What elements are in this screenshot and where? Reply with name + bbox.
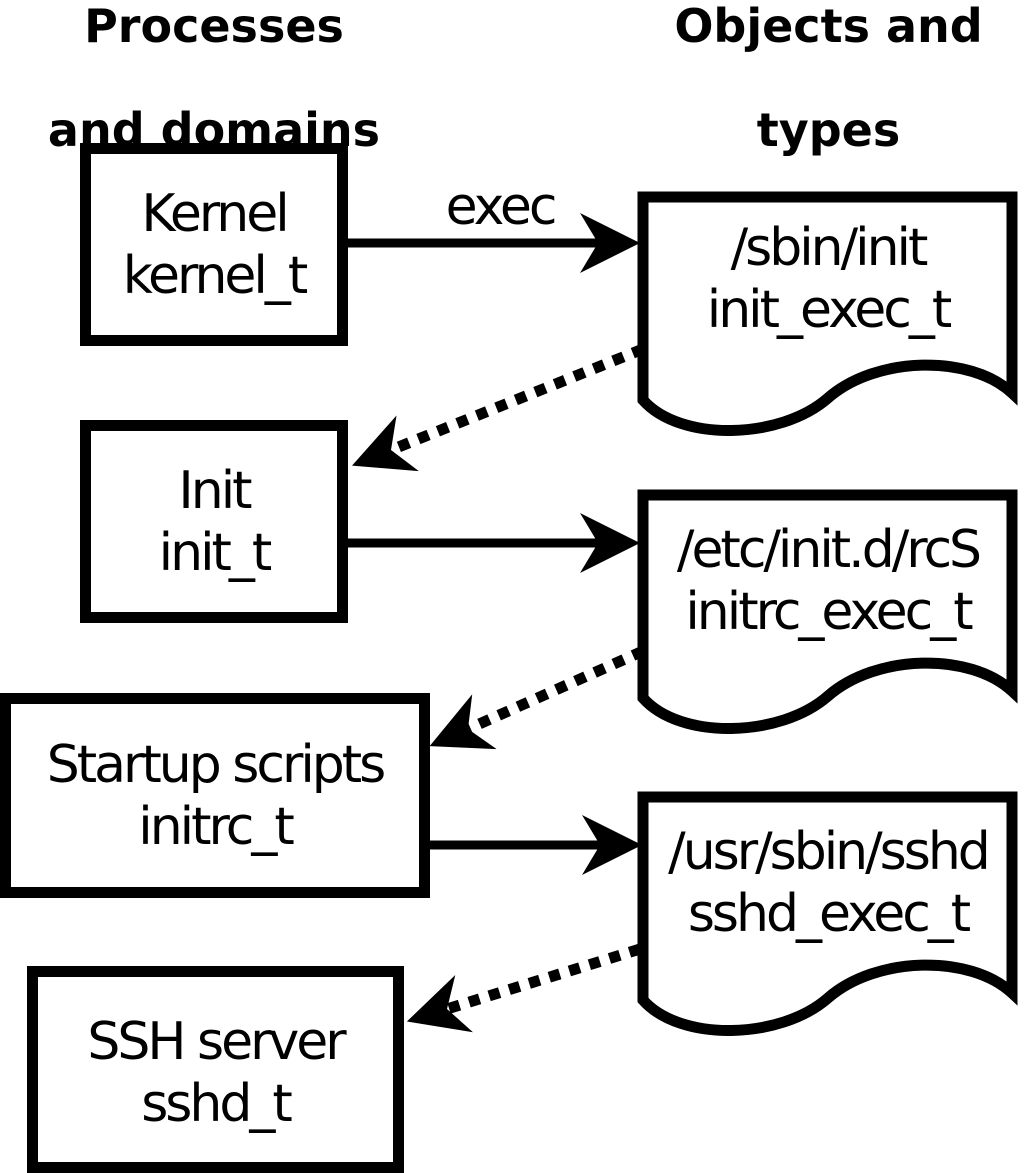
object-path: /etc/init.d/rcS (676, 520, 982, 580)
header-objects-line2: types (756, 103, 901, 157)
header-objects-line1: Objects and (674, 0, 983, 53)
object-label-etc-initd-rcs: /etc/init.d/rcS initrc_exec_t (648, 495, 1008, 667)
object-type: initrc_exec_t (685, 582, 973, 642)
column-header-processes: Processes and domains (0, 0, 428, 156)
object-path: /usr/sbin/sshd (668, 822, 991, 882)
object-doc-etc-initd-rcs (637, 489, 1018, 734)
object-path: /sbin/init (730, 218, 929, 278)
transition-arrow-to-init-t (352, 343, 646, 472)
process-box-init: Init init_t (80, 420, 348, 623)
process-domain: kernel_t (122, 245, 309, 306)
process-box-kernel: Kernel kernel_t (80, 143, 348, 346)
transition-arrow-to-initrc-t (429, 645, 646, 750)
object-label-usr-sbin-sshd: /usr/sbin/sshd sshd_exec_t (648, 797, 1008, 969)
process-domain: sshd_t (141, 1073, 293, 1134)
process-box-ssh-server: SSH server sshd_t (27, 966, 404, 1173)
edge-label-exec: exec (445, 177, 558, 237)
header-processes-line1: Processes (84, 0, 344, 53)
process-domain: initrc_t (138, 796, 294, 857)
object-doc-usr-sbin-sshd (637, 791, 1018, 1036)
object-type: sshd_exec_t (687, 884, 971, 944)
process-name: SSH server (87, 1011, 346, 1072)
object-type: init_exec_t (706, 280, 952, 340)
transition-arrow-to-sshd-t (406, 943, 642, 1033)
object-doc-sbin-init (637, 191, 1018, 436)
process-box-startup-scripts: Startup scripts initrc_t (0, 693, 430, 898)
process-name: Startup scripts (46, 734, 387, 795)
object-label-sbin-init: /sbin/init init_exec_t (648, 193, 1008, 365)
process-name: Init (178, 460, 252, 521)
column-header-objects: Objects and types (633, 0, 1024, 156)
process-domain: init_t (158, 522, 273, 583)
process-name: Kernel (141, 183, 289, 244)
